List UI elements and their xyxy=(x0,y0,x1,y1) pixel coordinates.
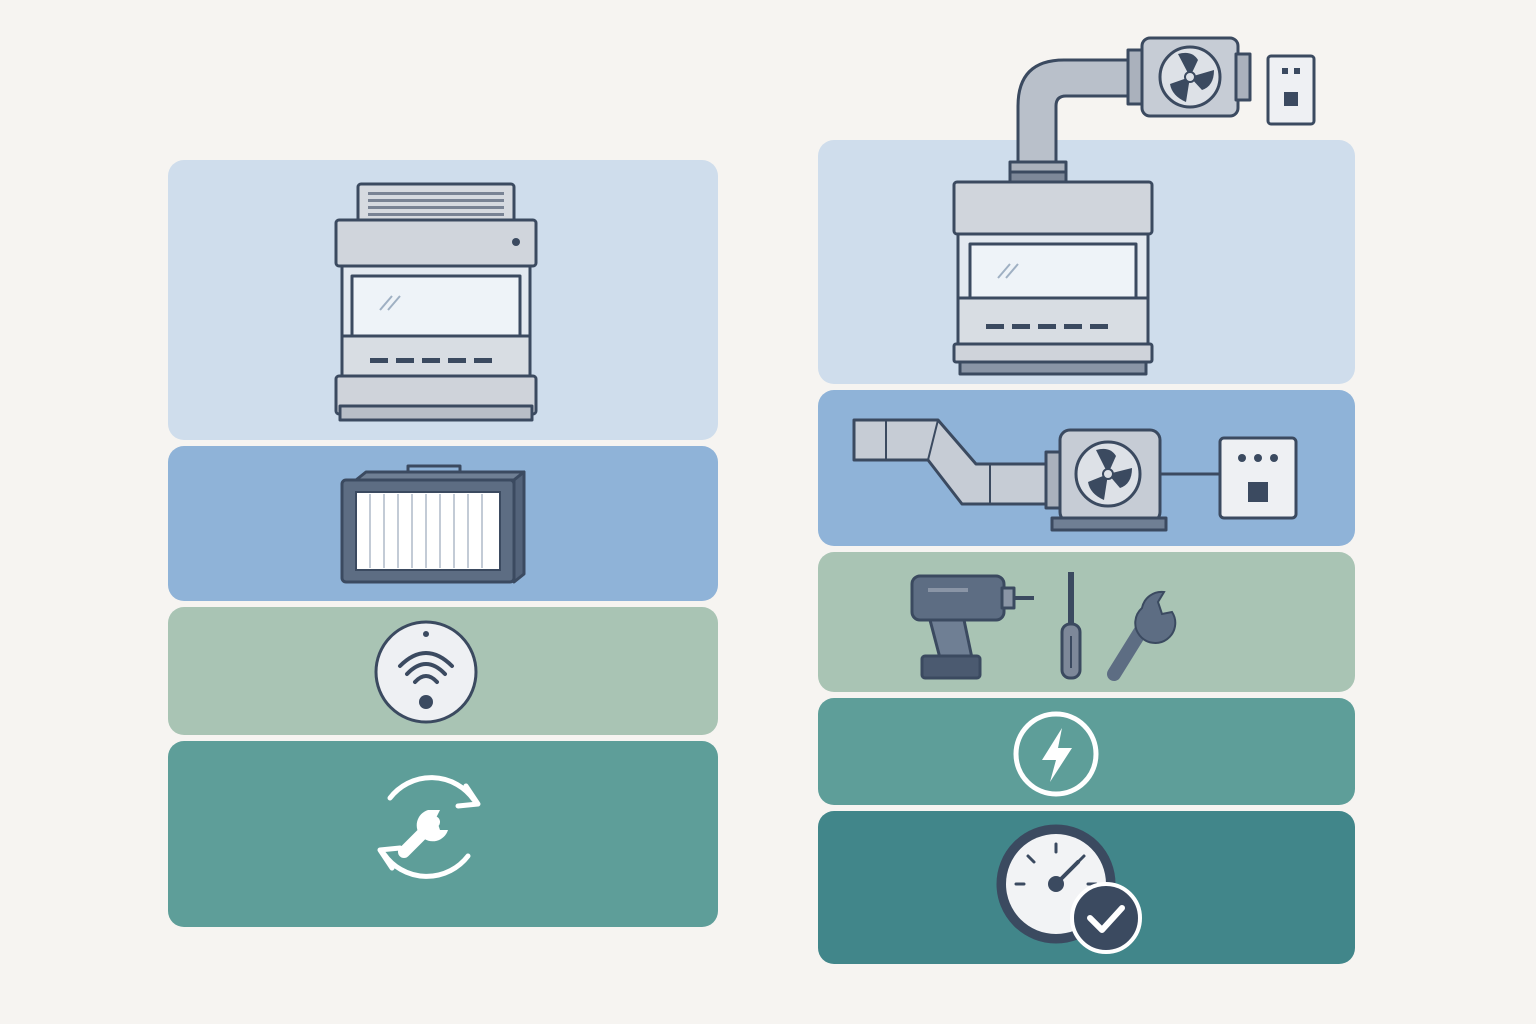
right-panel-power xyxy=(818,698,1355,805)
installation-tools-icon xyxy=(910,572,1177,681)
ductless-fume-hood-icon xyxy=(334,182,538,422)
screwdriver-icon xyxy=(1060,572,1082,680)
maintenance-cycle-icon xyxy=(377,775,481,879)
power-lightning-icon xyxy=(1013,711,1099,797)
ducted-fume-hood-icon xyxy=(952,160,1154,376)
exhaust-duct-fan-icon xyxy=(1016,36,1316,178)
filter-cartridge-icon xyxy=(340,464,526,584)
drill-icon xyxy=(910,574,1034,680)
ductwork-blower-icon xyxy=(852,418,1298,532)
wireless-sensor-icon xyxy=(374,620,478,724)
performance-gauge-check-icon xyxy=(996,824,1142,954)
right-panel-tools xyxy=(818,552,1355,692)
wrench-icon xyxy=(1107,590,1177,681)
